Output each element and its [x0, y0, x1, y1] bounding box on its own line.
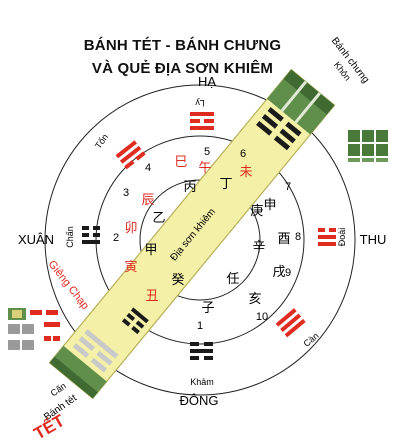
trigram-chan-icon	[82, 226, 100, 244]
band-top-stripe	[280, 80, 308, 112]
trigram-doai-label: Đoài	[337, 228, 347, 247]
outer-circle	[44, 84, 356, 396]
branch-mao: 卯	[124, 220, 137, 235]
stem-canh: 庚	[250, 203, 263, 218]
direction-right: THU	[360, 232, 387, 247]
direction-bottom: ĐÔNG	[180, 393, 219, 408]
number-6: 6	[240, 148, 246, 160]
band-bottom-leaf-edge	[49, 356, 98, 399]
banh-chung-icon	[348, 130, 388, 162]
branch-dau: 酉	[277, 231, 290, 246]
number-3: 3	[123, 187, 129, 199]
direction-left: XUÂN	[18, 232, 54, 247]
tet-label: TẾT	[31, 411, 69, 444]
number-4: 4	[145, 162, 151, 174]
band-top-leaf	[267, 69, 335, 135]
branch-ngo: 午	[198, 160, 211, 175]
stem-giap: 甲	[144, 242, 157, 257]
trigram-chan-label: Chấn	[65, 226, 75, 248]
band-khon-trigram	[256, 107, 302, 151]
trigram-ly-icon	[190, 112, 214, 130]
banh-tet-icon	[8, 308, 60, 350]
stem-dinh: 丁	[219, 176, 232, 191]
stem-at: 乙	[152, 210, 165, 225]
direction-top: HẠ	[198, 74, 216, 89]
branch-suu: 丑	[145, 288, 158, 303]
trigram-ly-label: Ly	[195, 98, 205, 108]
number-9: 9	[285, 267, 291, 279]
branch-tuat: 戌	[272, 264, 285, 279]
number-1: 1	[197, 320, 203, 332]
trigram-can-left-label: Cấn	[49, 381, 68, 399]
trigram-ton-label: Tốn	[93, 132, 110, 150]
number-2: 2	[113, 232, 119, 244]
title-line-2: VÀ QUẺ ĐỊA SƠN KHIÊM	[91, 60, 274, 77]
number-5: 5	[204, 146, 210, 158]
earth-mountain-band: Địa sơn khiêm	[48, 68, 336, 400]
branch-mui: 未	[239, 164, 252, 179]
trigram-kham-label: Khảm	[190, 377, 214, 387]
number-10: 10	[256, 311, 268, 323]
stem-binh: 丙	[183, 179, 196, 194]
trigram-ton-icon	[115, 140, 146, 170]
trigram-can-right-label: Càn	[302, 331, 321, 349]
trigram-can-right-icon	[275, 308, 306, 338]
band-top-leaf-edge	[283, 69, 335, 115]
trigram-doai-icon	[318, 228, 336, 246]
number-7: 7	[285, 181, 291, 193]
trigram-kham-icon	[190, 342, 213, 360]
giang-chap-label: Giêng Chạp	[46, 258, 92, 312]
branch-dan: 寅	[124, 259, 137, 274]
band-top-stripe	[294, 92, 321, 124]
band-bottom-trigram	[72, 329, 119, 373]
branch-than: 申	[263, 197, 276, 212]
stem-tan: 辛	[252, 239, 265, 254]
branch-ty: 子	[201, 300, 214, 315]
title-line-1: BÁNH TÉT - BÁNH CHƯNG	[83, 37, 282, 54]
stem-quy: 癸	[171, 272, 184, 287]
number-8: 8	[295, 231, 301, 243]
stem-nham: 任	[226, 271, 239, 286]
branch-hoi: 亥	[248, 291, 261, 306]
band-can-trigram	[121, 307, 149, 335]
branch-thin: 辰	[141, 192, 154, 207]
branch-ti: 巳	[174, 154, 187, 169]
band-bottom-leaf	[49, 345, 107, 399]
